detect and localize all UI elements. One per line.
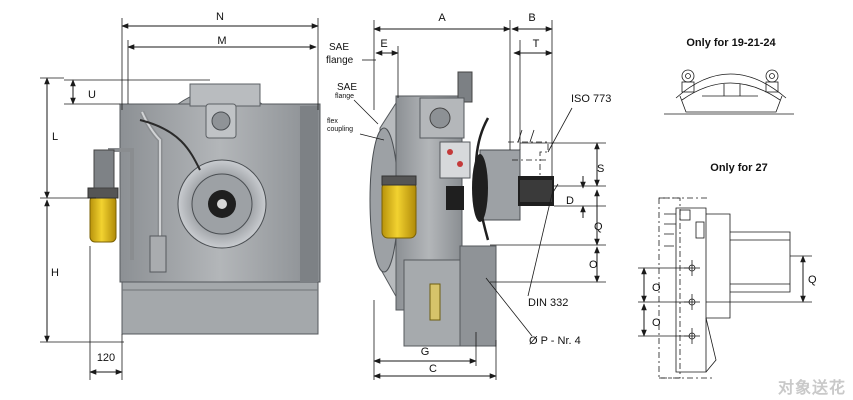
detail-top: Only for 19-21-24 [664, 37, 794, 115]
detail-dim-O-2: O [652, 317, 661, 329]
dim-T: T [533, 38, 540, 50]
dim-M: M [217, 35, 226, 47]
label-sae-flange-1-line2: flange [326, 55, 354, 66]
side-gearbox-body [403, 71, 497, 347]
detail-top-title: Only for 19-21-24 [686, 37, 776, 49]
label-din-332: DIN 332 [528, 297, 568, 309]
dim-G: G [421, 346, 430, 358]
label-iso-773: ISO 773 [571, 93, 611, 105]
dim-U: U [88, 89, 96, 101]
dim-L: L [52, 131, 58, 143]
side-output-shaft [472, 149, 554, 222]
side-view: A B E T SAE flange SAE flange flex coupl… [326, 12, 611, 380]
watermark-text: 对象送花 [778, 378, 846, 397]
dim-Q: Q [594, 221, 603, 233]
dim-A: A [438, 12, 446, 24]
dim-C: C [429, 363, 437, 375]
detail-dim-Q: Q [808, 274, 817, 286]
dim-E: E [380, 38, 387, 50]
dim-120: 120 [97, 352, 115, 364]
front-view: N M U L H 120 [40, 11, 321, 380]
label-sae-flange-2-line1: SAE [337, 82, 357, 93]
label-p-holes: Ø P - Nr. 4 [529, 335, 581, 347]
detail-bottom-title: Only for 27 [710, 162, 767, 174]
detail-dim-O-1: O [652, 282, 661, 294]
dim-O: O [589, 259, 598, 271]
dim-D: D [566, 195, 574, 207]
dim-B: B [528, 12, 535, 24]
front-filter-yellow [87, 149, 119, 243]
label-flex-coupling-line2: coupling [327, 126, 353, 133]
label-flex-coupling-line1: flex [327, 118, 338, 125]
dim-S: S [597, 163, 604, 175]
side-filter-yellow [381, 175, 417, 239]
dim-H: H [51, 267, 59, 279]
label-sae-flange-1-line1: SAE [329, 42, 349, 53]
front-output-flange [177, 159, 267, 249]
dim-N: N [216, 11, 224, 23]
front-piping [108, 110, 201, 273]
label-sae-flange-2-line2: flange [335, 93, 354, 100]
detail-bottom: Only for 27 O O [638, 162, 817, 379]
